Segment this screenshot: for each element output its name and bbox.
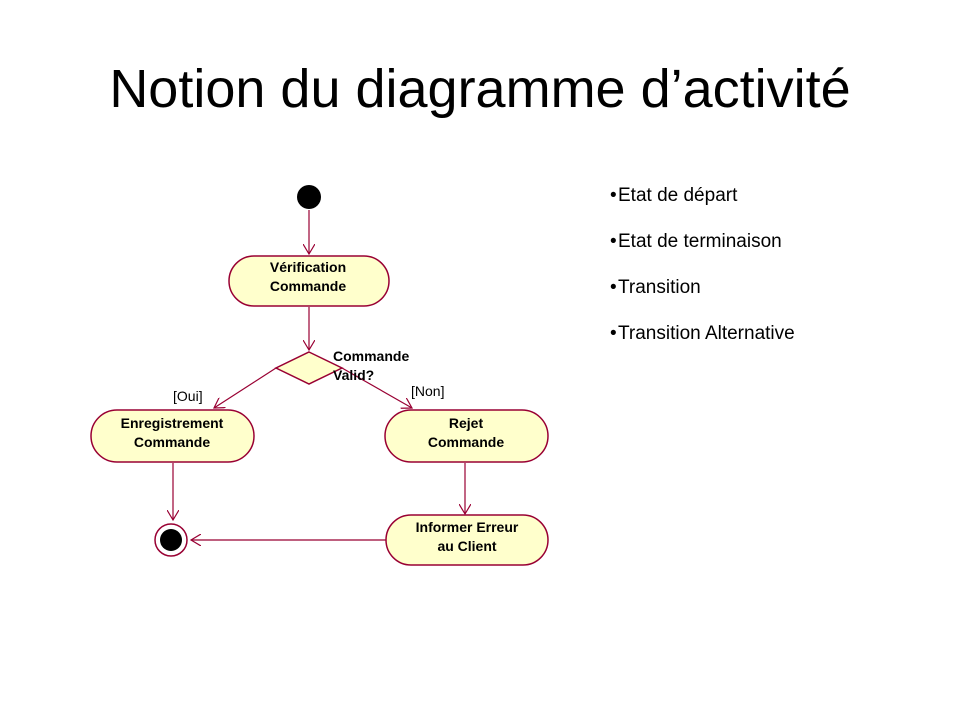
activity-enregistrement-line2: Commande bbox=[134, 434, 210, 450]
bullet: • bbox=[610, 185, 617, 206]
legend-item-label: Transition Alternative bbox=[618, 323, 795, 344]
legend-item: •Transition bbox=[610, 278, 795, 301]
legend-item: •Transition Alternative bbox=[610, 324, 795, 347]
legend-item: •Etat de terminaison bbox=[610, 232, 795, 255]
activity-enregistrement-line1: Enregistrement bbox=[121, 415, 224, 431]
activity-rejet: Rejet Commande bbox=[384, 409, 549, 463]
legend-item-label: Etat de terminaison bbox=[618, 231, 782, 252]
legend-item-label: Transition bbox=[618, 277, 701, 298]
bullet: • bbox=[610, 277, 617, 298]
activity-enregistrement: Enregistrement Commande bbox=[90, 409, 255, 463]
legend-item: •Etat de départ bbox=[610, 186, 795, 209]
decision-label-line1: Commande bbox=[333, 348, 409, 364]
activity-informer: Informer Erreur au Client bbox=[385, 514, 549, 566]
activity-rejet-line1: Rejet bbox=[449, 415, 484, 431]
end-state bbox=[154, 523, 188, 557]
start-state bbox=[297, 185, 321, 209]
guard-non: [Non] bbox=[411, 383, 444, 399]
decision-node bbox=[274, 351, 344, 385]
transition-decision-to-rejet bbox=[341, 367, 412, 408]
slide-title: Notion du diagramme d’activité bbox=[109, 59, 851, 119]
decision-label-line2: Valid? bbox=[333, 367, 374, 383]
activity-rejet-line2: Commande bbox=[428, 434, 504, 450]
guard-oui: [Oui] bbox=[173, 388, 203, 404]
legend-list: •Etat de départ •Etat de terminaison •Tr… bbox=[610, 186, 795, 370]
activity-verification-line1: Vérification bbox=[270, 259, 346, 275]
activity-verification: Vérification Commande bbox=[228, 255, 390, 307]
bullet: • bbox=[610, 231, 617, 252]
transition-decision-to-enregistrement bbox=[214, 367, 277, 408]
activity-informer-line1: Informer Erreur bbox=[416, 519, 519, 535]
legend-item-label: Etat de départ bbox=[618, 185, 738, 206]
bullet: • bbox=[610, 323, 617, 344]
activity-verification-line2: Commande bbox=[270, 278, 346, 294]
activity-informer-line2: au Client bbox=[437, 538, 496, 554]
